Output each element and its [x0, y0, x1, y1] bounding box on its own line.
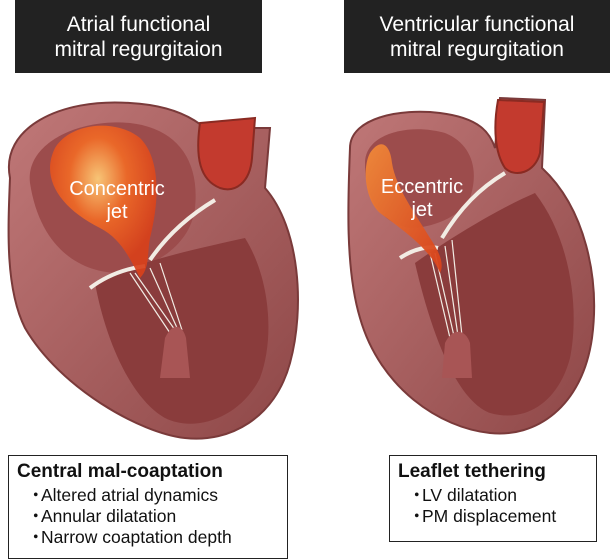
title-ventricular-fmr: Ventricular functional mitral regurgitat…	[344, 0, 610, 73]
jet-label-eccentric: Eccentric jet	[367, 176, 477, 222]
list-item: ・Altered atrial dynamics	[27, 485, 287, 506]
list-item: ・Narrow coaptation depth	[27, 527, 287, 548]
bullet: ・	[27, 506, 41, 527]
list-item-text: PM displacement	[422, 506, 556, 526]
mechanism-box-atrial: Central mal-coaptation ・Altered atrial d…	[8, 455, 288, 559]
box-title: Leaflet tethering	[390, 456, 596, 483]
bullet: ・	[27, 485, 41, 506]
jet-label-concentric: Concentric jet	[62, 178, 172, 224]
aorta	[495, 100, 544, 173]
jet-label-line: Eccentric	[367, 176, 477, 199]
list-item: ・LV dilatation	[408, 485, 596, 506]
mechanism-box-ventricular: Leaflet tethering ・LV dilatation ・PM dis…	[389, 455, 597, 542]
list-item-text: Annular dilatation	[41, 506, 176, 526]
title-line: mitral regurgitaion	[54, 37, 222, 62]
title-atrial-fmr: Atrial functional mitral regurgitaion	[15, 0, 262, 73]
list-item-text: Altered atrial dynamics	[41, 485, 218, 505]
heart-illustration-left	[0, 88, 310, 448]
title-line: Ventricular functional	[380, 12, 575, 37]
jet-label-line: Concentric	[62, 178, 172, 201]
title-line: mitral regurgitation	[390, 37, 564, 62]
aorta	[198, 118, 255, 189]
box-title: Central mal-coaptation	[9, 456, 287, 483]
jet-label-line: jet	[62, 201, 172, 224]
heart-illustration-right	[330, 88, 610, 448]
list-item-text: Narrow coaptation depth	[41, 527, 232, 547]
bullet: ・	[408, 485, 422, 506]
bullet: ・	[408, 506, 422, 527]
mechanism-list: ・Altered atrial dynamics ・Annular dilata…	[9, 485, 287, 548]
list-item: ・Annular dilatation	[27, 506, 287, 527]
title-line: Atrial functional	[67, 12, 211, 37]
mechanism-list: ・LV dilatation ・PM displacement	[390, 485, 596, 527]
bullet: ・	[27, 527, 41, 548]
list-item: ・PM displacement	[408, 506, 596, 527]
jet-label-line: jet	[367, 199, 477, 222]
list-item-text: LV dilatation	[422, 485, 517, 505]
